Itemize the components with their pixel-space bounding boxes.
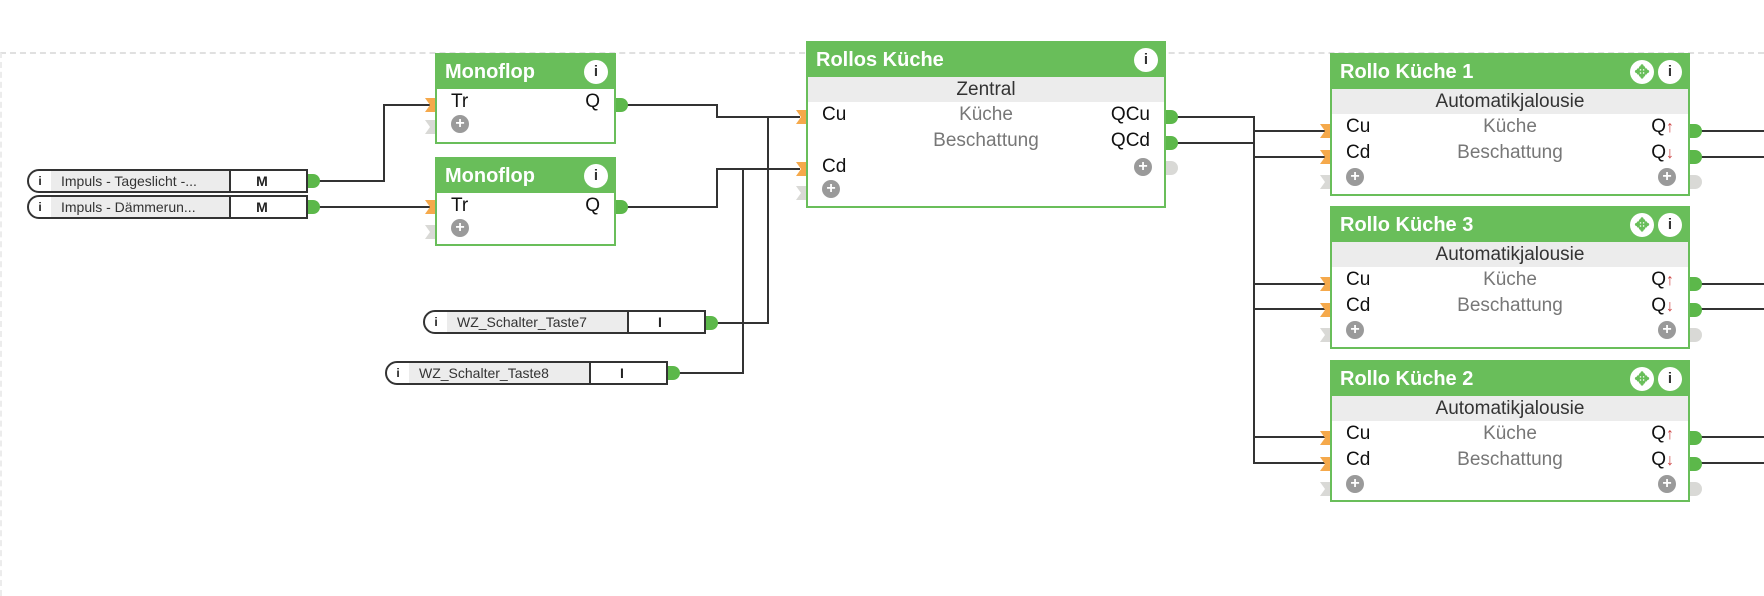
output-port-down[interactable]: Q↓ <box>1651 295 1674 316</box>
object-value: M <box>229 197 293 217</box>
input-port-cu[interactable]: Cu <box>1346 423 1371 444</box>
output-port-q[interactable]: Q <box>585 195 600 216</box>
input-port-tr[interactable]: Tr <box>451 91 469 112</box>
block-monoflop-1[interactable]: Monoflop i Tr Q + <box>435 53 616 144</box>
block-title: Monoflop <box>445 165 535 187</box>
move-icon[interactable]: ✥ <box>1630 60 1654 84</box>
object-value: I <box>627 312 691 332</box>
block-rollo-kueche-1[interactable]: Rollo Küche 1 ✥i Automatikjalousie Cu Küc… <box>1330 53 1690 196</box>
input-port-tr[interactable]: Tr <box>451 195 469 216</box>
object-value: I <box>589 363 653 383</box>
block-header[interactable]: Monoflop i <box>437 55 614 89</box>
input-port-cu[interactable]: Cu <box>822 104 847 125</box>
object-wz-schalter-taste7[interactable]: i WZ_Schalter_Taste7 I <box>423 310 706 334</box>
block-label-2: Beschattung <box>1457 295 1563 316</box>
output-port-up[interactable]: Q↑ <box>1651 269 1674 290</box>
block-header[interactable]: Rollo Küche 1 ✥i <box>1332 55 1688 89</box>
arrow-up-icon: ↑ <box>1666 119 1674 136</box>
block-header[interactable]: Rollo Küche 3 ✥i <box>1332 208 1688 242</box>
output-port-up[interactable]: Q↑ <box>1651 116 1674 137</box>
output-port-down[interactable]: Q↓ <box>1651 142 1674 163</box>
add-input-icon[interactable]: + <box>1346 168 1364 186</box>
arrow-up-icon: ↑ <box>1666 426 1674 443</box>
add-output-icon[interactable]: + <box>1658 168 1676 186</box>
block-header[interactable]: Monoflop i <box>437 159 614 193</box>
info-icon[interactable]: i <box>584 60 608 84</box>
port-row: Tr Q <box>437 89 614 115</box>
object-wz-schalter-taste8[interactable]: i WZ_Schalter_Taste8 I <box>385 361 668 385</box>
block-label-1: Küche <box>1483 269 1537 290</box>
add-input-icon[interactable]: + <box>822 180 840 198</box>
arrow-down-icon: ↓ <box>1666 452 1674 469</box>
object-name: Impuls - Dämmerun... <box>51 197 229 217</box>
arrow-down-icon: ↓ <box>1666 145 1674 162</box>
block-type: Automatikjalousie <box>1332 396 1688 421</box>
block-title: Rollos Küche <box>816 49 944 71</box>
arrow-down-icon: ↓ <box>1666 298 1674 315</box>
block-type: Zentral <box>808 77 1164 102</box>
object-impuls-daemmerung[interactable]: i Impuls - Dämmerun... M <box>27 195 308 219</box>
block-title: Rollo Küche 1 <box>1340 61 1474 83</box>
move-icon[interactable]: ✥ <box>1630 367 1654 391</box>
block-rollo-kueche-2[interactable]: Rollo Küche 2 ✥i Automatikjalousie Cu Küc… <box>1330 360 1690 502</box>
block-label-1: Küche <box>959 104 1013 125</box>
block-label-2: Beschattung <box>933 130 1039 151</box>
info-icon[interactable]: i <box>38 200 42 214</box>
block-type: Automatikjalousie <box>1332 242 1688 267</box>
add-output-icon[interactable]: + <box>1658 475 1676 493</box>
info-icon[interactable]: i <box>1658 60 1682 84</box>
info-icon[interactable]: i <box>1658 213 1682 237</box>
block-header[interactable]: Rollos Küche i <box>808 43 1164 77</box>
info-icon[interactable]: i <box>1134 48 1158 72</box>
add-output-icon[interactable]: + <box>1134 158 1152 176</box>
output-port-down[interactable]: Q↓ <box>1651 449 1674 470</box>
block-label-2: Beschattung <box>1457 449 1563 470</box>
add-input-icon[interactable]: + <box>451 219 469 237</box>
info-icon[interactable]: i <box>434 315 438 329</box>
input-port-cd[interactable]: Cd <box>1346 295 1371 316</box>
input-port-cd[interactable]: Cd <box>1346 449 1371 470</box>
add-output-icon[interactable]: + <box>1658 321 1676 339</box>
info-icon[interactable]: i <box>396 366 400 380</box>
block-label-2: Beschattung <box>1457 142 1563 163</box>
input-port-cd[interactable]: Cd <box>822 156 847 177</box>
arrow-up-icon: ↑ <box>1666 272 1674 289</box>
block-rollo-kueche-3[interactable]: Rollo Küche 3 ✥i Automatikjalousie Cu Küc… <box>1330 206 1690 349</box>
block-header[interactable]: Rollo Küche 2 ✥i <box>1332 362 1688 396</box>
output-port-qcu[interactable]: QCu <box>1110 104 1150 125</box>
output-port-qcd[interactable]: QCd <box>1110 130 1150 151</box>
output-port-q[interactable]: Q <box>585 91 600 112</box>
object-name: WZ_Schalter_Taste8 <box>409 363 589 383</box>
output-port-up[interactable]: Q↑ <box>1651 423 1674 444</box>
object-name: Impuls - Tageslicht -... <box>51 171 229 191</box>
block-rollos-kueche[interactable]: Rollos Küche i Zentral Cu Küche QCu Besc… <box>806 41 1166 208</box>
block-title: Monoflop <box>445 61 535 83</box>
block-label-1: Küche <box>1483 423 1537 444</box>
input-port-cu[interactable]: Cu <box>1346 269 1371 290</box>
port-row: Tr Q <box>437 193 614 219</box>
block-type: Automatikjalousie <box>1332 89 1688 114</box>
info-icon[interactable]: i <box>584 164 608 188</box>
info-icon[interactable]: i <box>1658 367 1682 391</box>
input-port-cd[interactable]: Cd <box>1346 142 1371 163</box>
add-input-icon[interactable]: + <box>451 115 469 133</box>
input-port-cu[interactable]: Cu <box>1346 116 1371 137</box>
block-title: Rollo Küche 2 <box>1340 368 1474 390</box>
object-value: M <box>229 171 293 191</box>
object-name: WZ_Schalter_Taste7 <box>447 312 627 332</box>
block-label-1: Küche <box>1483 116 1537 137</box>
block-monoflop-2[interactable]: Monoflop i Tr Q + <box>435 157 616 246</box>
add-input-icon[interactable]: + <box>1346 475 1364 493</box>
info-icon[interactable]: i <box>38 174 42 188</box>
add-input-icon[interactable]: + <box>1346 321 1364 339</box>
block-title: Rollo Küche 3 <box>1340 214 1474 236</box>
move-icon[interactable]: ✥ <box>1630 213 1654 237</box>
object-impuls-tageslicht[interactable]: i Impuls - Tageslicht -... M <box>27 169 308 193</box>
